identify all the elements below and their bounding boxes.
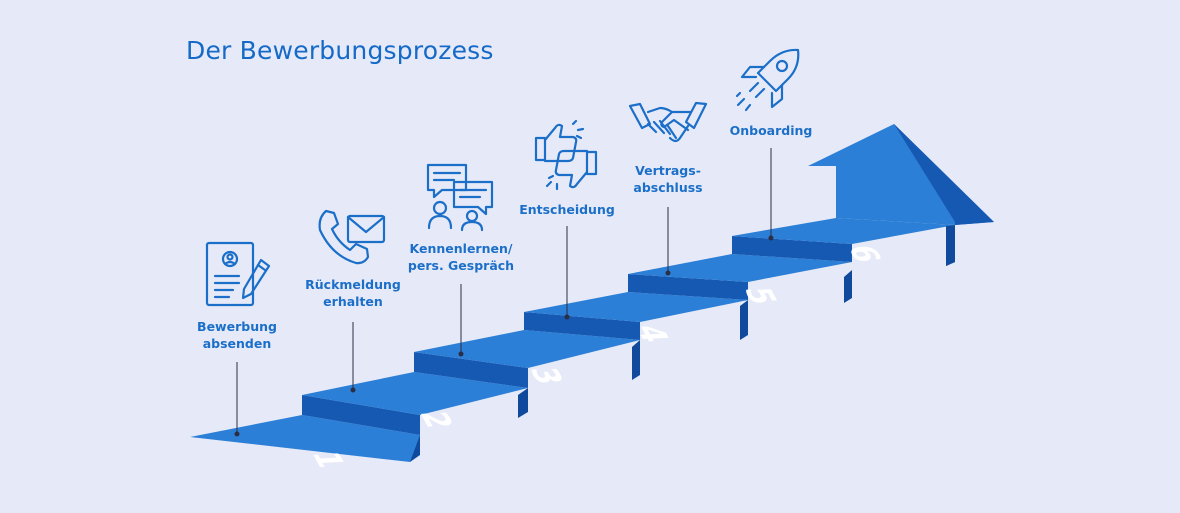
connector-4-dot	[564, 314, 570, 320]
step-3-tread	[414, 330, 640, 368]
step-6-label: Onboarding	[729, 123, 813, 138]
step-numbers: 1 2 3 4 5 6	[303, 244, 888, 469]
step-1-number: 1	[303, 450, 352, 469]
rocket-icon	[735, 47, 802, 113]
step-5-tread	[628, 254, 852, 282]
connector-3-dot	[458, 351, 464, 357]
conversation-icon	[424, 162, 494, 232]
connector-lines	[234, 148, 774, 437]
step-4-tread	[524, 292, 748, 322]
step-3-side	[632, 340, 640, 380]
step-3-riser	[414, 352, 528, 388]
step-6-tread	[732, 218, 955, 244]
step-4-side	[740, 300, 748, 340]
thumbs-up-down-icon	[533, 119, 599, 192]
step-6-riser	[732, 236, 852, 262]
step-5-riser	[628, 274, 748, 300]
connector-5-dot	[665, 270, 671, 276]
step-2-tread	[302, 372, 528, 415]
arrowhead-stem-side	[946, 225, 955, 266]
step-2-side	[518, 388, 528, 418]
step-3-number: 3	[521, 366, 570, 385]
step-2-label: Rückmeldung erhalten	[305, 277, 401, 309]
step-2-riser	[302, 395, 420, 435]
page-title: Der Bewerbungsprozess	[186, 36, 494, 65]
step-4-number: 4	[627, 324, 676, 343]
connector-6-dot	[768, 235, 774, 241]
step-4-label: Entscheidung	[519, 202, 615, 217]
step-4-riser	[524, 312, 640, 340]
step-2-number: 2	[411, 410, 460, 429]
step-6-number: 6	[839, 244, 888, 263]
connector-2-dot	[350, 387, 356, 393]
step-5-number: 5	[735, 286, 784, 305]
step-5-label: Vertrags- abschluss	[633, 163, 703, 195]
step-3-label: Kennenlernen/ pers. Gespräch	[407, 241, 515, 273]
handshake-icon	[628, 100, 708, 152]
application-form-icon	[203, 240, 275, 310]
step-5-side	[844, 270, 852, 303]
arrowhead-side	[894, 124, 994, 225]
connector-1-dot	[234, 431, 240, 437]
step-1-tread	[190, 415, 420, 462]
phone-mail-icon	[316, 208, 388, 266]
step-1-label: Bewerbung absenden	[197, 319, 277, 351]
